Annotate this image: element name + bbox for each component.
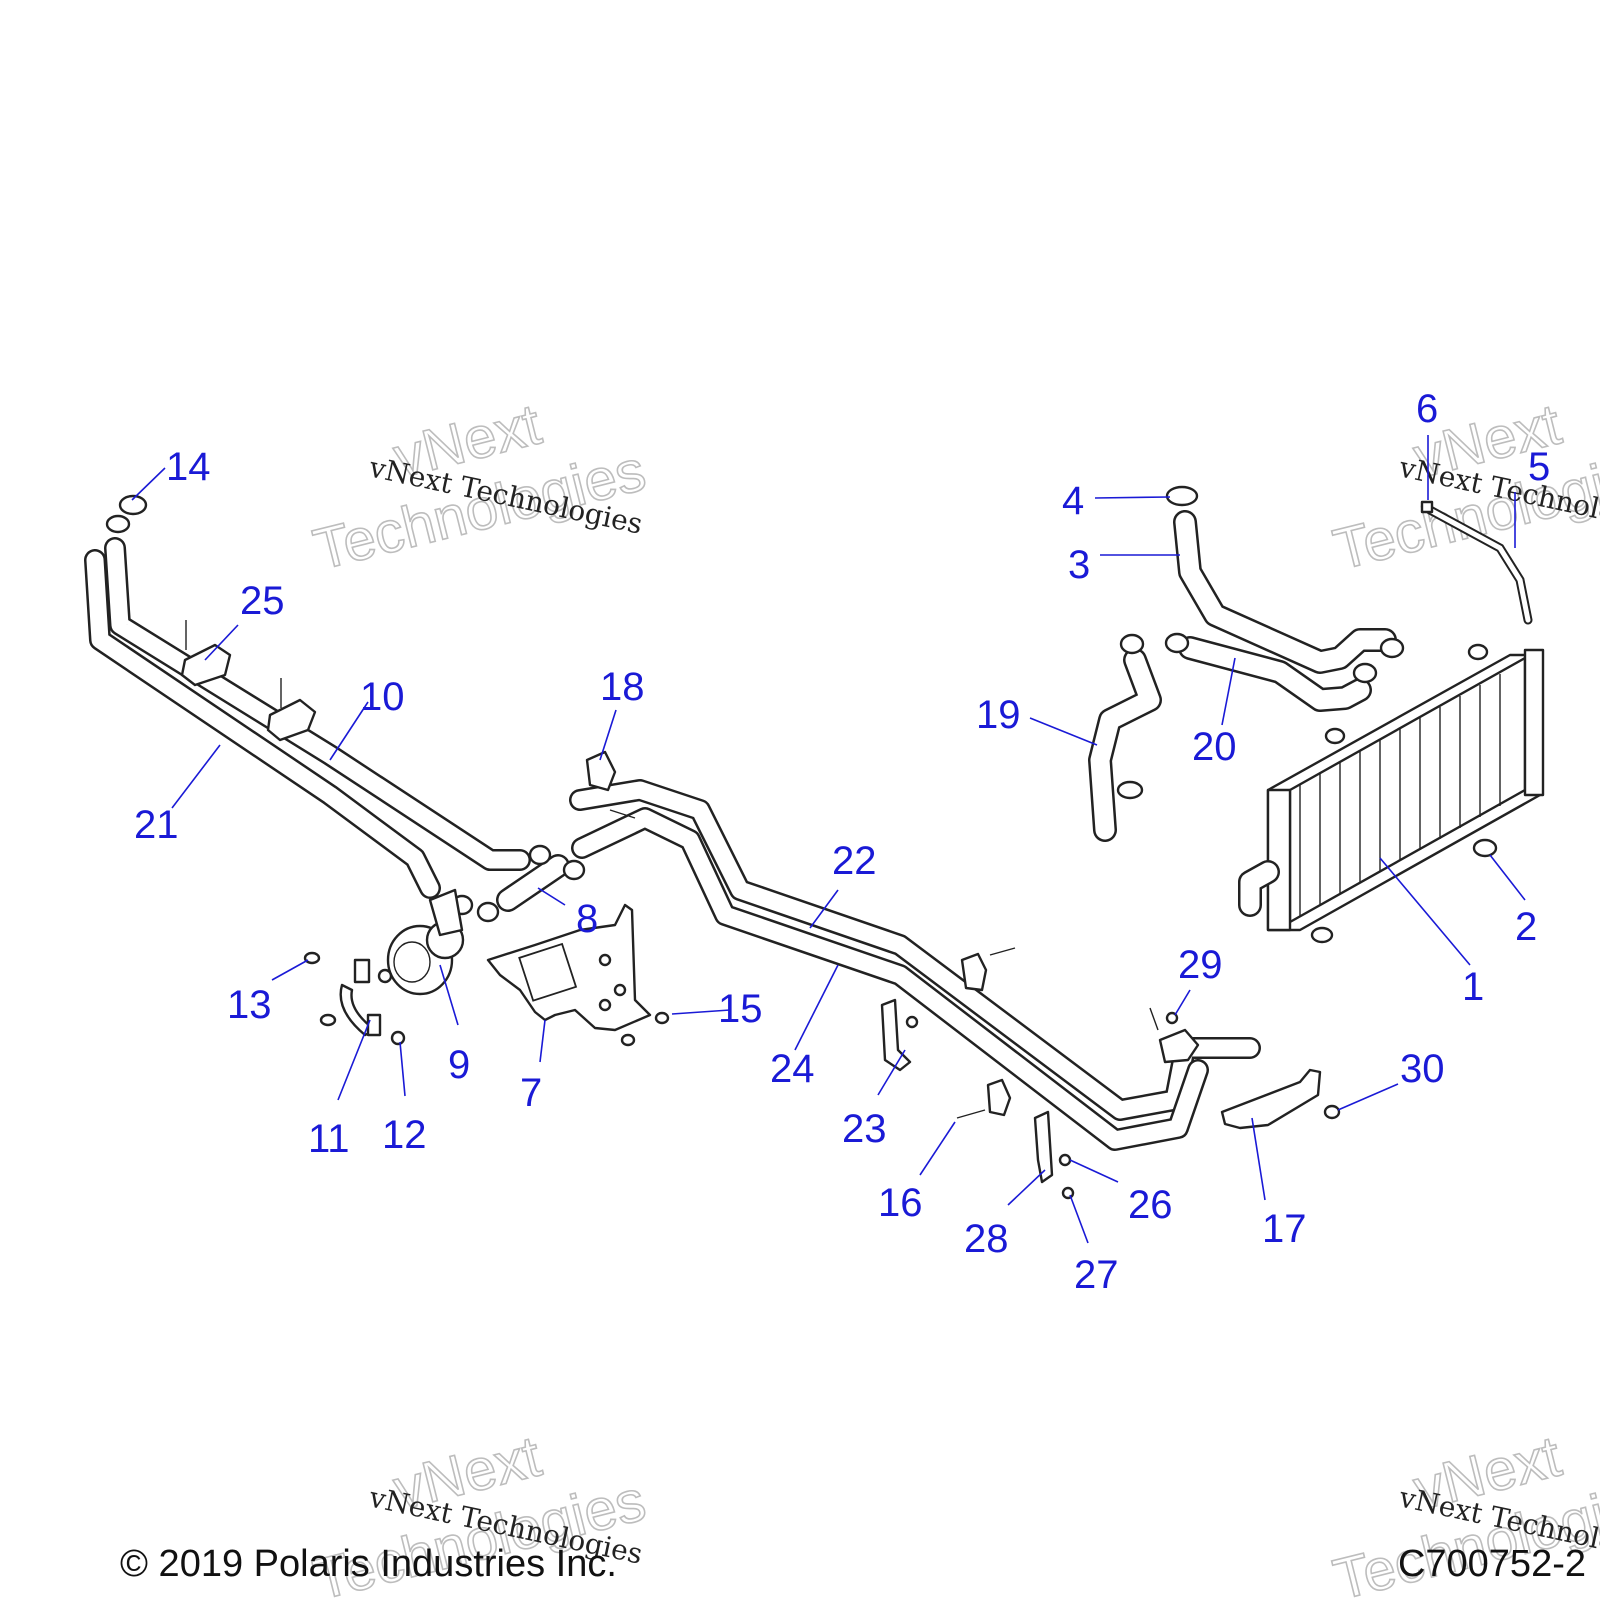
clamp-3-end <box>1379 637 1405 659</box>
clamp-19-bottom <box>1116 780 1144 800</box>
bracket-hole-1 <box>598 953 612 967</box>
clip-29 <box>1158 1028 1200 1064</box>
radiator <box>1238 648 1545 932</box>
tube-clips <box>180 620 1200 1119</box>
coolant-tube-21 <box>84 549 441 899</box>
callout-18: 18 <box>600 665 645 709</box>
clamp-4 <box>1165 485 1199 507</box>
callouts: 1 2 3 4 5 6 7 8 9 10 11 12 13 14 15 16 1… <box>134 387 1550 1297</box>
callout-22: 22 <box>832 839 877 883</box>
strap-tab-bottom <box>366 1013 382 1037</box>
callout-19: 19 <box>976 693 1021 737</box>
callout-8: 8 <box>576 897 598 941</box>
fitting-6 <box>1420 500 1434 514</box>
radiator-grommets <box>1310 643 1498 944</box>
callout-25: 25 <box>240 579 285 623</box>
callout-1: 1 <box>1462 965 1484 1009</box>
bracket-28 <box>1033 1110 1054 1184</box>
pump-strap <box>339 958 382 1037</box>
leader-lines <box>131 435 1526 1244</box>
callout-7: 7 <box>520 1071 542 1115</box>
callout-17: 17 <box>1262 1207 1307 1251</box>
grommet-2 <box>1472 838 1498 858</box>
coolant-tube-24 <box>571 807 1209 1151</box>
callout-13: 13 <box>227 983 272 1027</box>
radiator-hose-3 <box>1173 510 1397 674</box>
callout-5: 5 <box>1528 445 1550 489</box>
clamp-8-end <box>476 901 500 923</box>
callout-30: 30 <box>1400 1047 1445 1091</box>
bolt-23 <box>905 1015 919 1029</box>
callout-6: 6 <box>1416 387 1438 431</box>
callout-11: 11 <box>308 1117 350 1161</box>
clamp-20-right <box>1352 662 1378 684</box>
clamp-20-left <box>1164 632 1190 654</box>
coolant-tube-22 <box>569 779 1261 1121</box>
watermark-top-left: vNext Technologies vNext Technologies <box>307 391 653 584</box>
drawing-code: C700752-2 <box>1398 1543 1586 1585</box>
callout-14: 14 <box>166 445 211 489</box>
callout-24: 24 <box>770 1047 815 1091</box>
overflow-hose-5 <box>1425 505 1533 625</box>
bolt-15 <box>654 1011 670 1025</box>
nut-27 <box>1061 1186 1075 1200</box>
callout-28: 28 <box>964 1217 1009 1261</box>
callout-20: 20 <box>1192 725 1237 769</box>
callout-9: 9 <box>448 1043 470 1087</box>
callout-29: 29 <box>1178 943 1223 987</box>
radiator-hose-19 <box>1088 648 1162 842</box>
radiator-hose-20 <box>1178 636 1372 712</box>
grommet-upper-left <box>1324 727 1346 745</box>
bracket-cutout <box>518 942 578 1002</box>
callout-15: 15 <box>718 987 763 1031</box>
clip-25 <box>180 643 232 687</box>
strap-tab-top <box>353 958 371 984</box>
hose-8 <box>496 854 570 912</box>
clip-upper-mid <box>960 952 988 992</box>
pump-bracket <box>486 903 652 1032</box>
clip-25b <box>266 698 317 742</box>
watermark-top-right: vNext Technologies vNext Technologies <box>1327 391 1600 584</box>
grommet-upper-right <box>1467 643 1489 661</box>
coolant-tube-10 <box>104 537 531 871</box>
callout-27: 27 <box>1074 1253 1119 1297</box>
water-pump <box>386 888 465 996</box>
bolt-13 <box>303 951 321 965</box>
callout-3: 3 <box>1068 543 1090 587</box>
clamp-19-top <box>1119 633 1145 655</box>
clamp-10-end <box>528 844 552 866</box>
nut-pump <box>377 968 393 984</box>
bracket-hole-2 <box>613 983 627 997</box>
callout-26: 26 <box>1128 1183 1173 1227</box>
callout-10: 10 <box>360 675 405 719</box>
fasteners <box>303 951 1341 1200</box>
bracket-17 <box>1220 1068 1322 1130</box>
bolt-26 <box>1058 1153 1072 1167</box>
callout-2: 2 <box>1515 905 1537 949</box>
hose-clamps <box>105 485 1434 923</box>
radiator-fins <box>1299 674 1501 916</box>
bolt-11 <box>319 1013 337 1027</box>
bolt-7 <box>620 1033 636 1047</box>
clamp-22-end <box>562 859 586 881</box>
clamp-14b <box>105 514 131 534</box>
bracket-hole-3 <box>598 998 612 1012</box>
clamp-14 <box>118 494 148 516</box>
callout-4: 4 <box>1062 479 1084 523</box>
grommet-lower <box>1310 926 1334 944</box>
bolt-30 <box>1323 1104 1341 1120</box>
callout-12: 12 <box>382 1113 427 1157</box>
copyright-text: © 2019 Polaris Industries Inc. <box>120 1543 617 1585</box>
callout-21: 21 <box>134 803 179 847</box>
bolt-29 <box>1165 1011 1179 1025</box>
bracket-23 <box>880 998 912 1072</box>
nut-12 <box>390 1030 406 1046</box>
clip-16 <box>986 1078 1012 1117</box>
callout-23: 23 <box>842 1107 887 1151</box>
callout-16: 16 <box>878 1181 923 1225</box>
